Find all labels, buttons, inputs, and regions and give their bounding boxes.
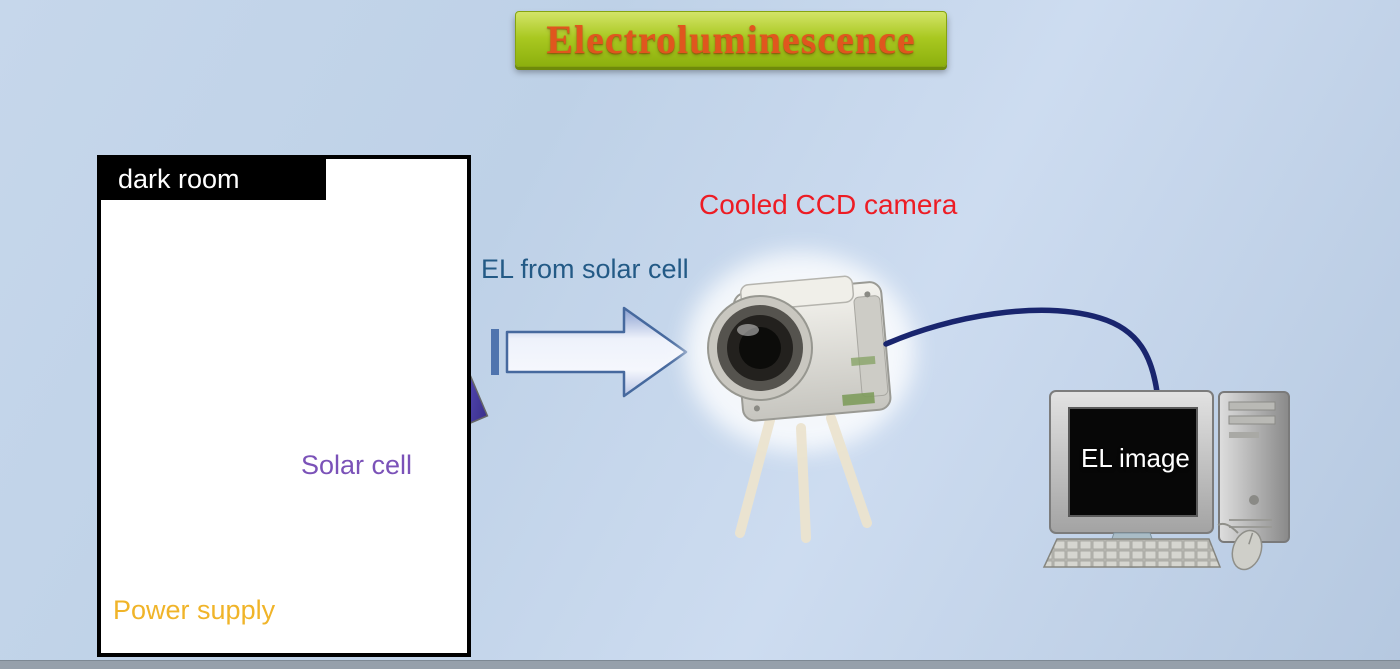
dark-room-label: dark room xyxy=(100,158,326,200)
dark-room-label-text: dark room xyxy=(118,164,240,194)
keyboard-icon xyxy=(1042,538,1222,568)
cooled-ccd-camera-label: Cooled CCD camera xyxy=(699,189,958,220)
camera-cable-icon xyxy=(883,307,1160,395)
page-title: Electroluminescence xyxy=(546,16,916,62)
solar-cell-label: Solar cell xyxy=(301,450,413,480)
title-banner: Electroluminescence xyxy=(515,11,947,67)
mouse-icon xyxy=(1217,522,1263,571)
el-arrow-icon xyxy=(491,306,688,398)
computer-screen xyxy=(1068,407,1198,517)
dark-room-box xyxy=(97,155,471,657)
tripod-icon xyxy=(735,413,872,543)
power-supply-label: Power supply xyxy=(113,595,276,625)
bottom-edge-strip xyxy=(0,660,1400,669)
el-image-screen-label: EL image xyxy=(1081,443,1190,473)
el-from-solar-cell-label: EL from solar cell xyxy=(481,254,689,284)
tower-icon xyxy=(1218,391,1290,543)
